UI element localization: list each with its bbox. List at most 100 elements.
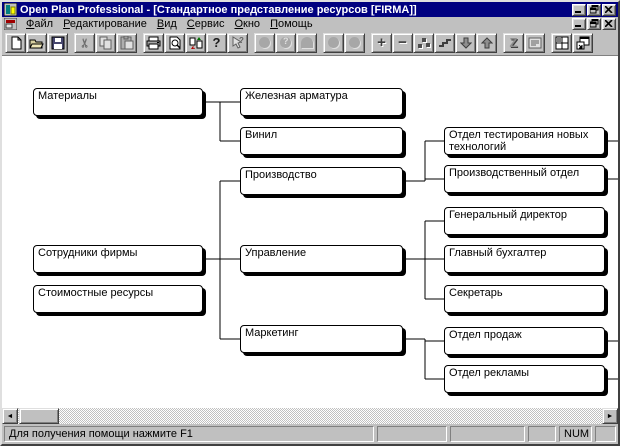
- menu-window[interactable]: Окно: [229, 17, 265, 31]
- tree-node-materials[interactable]: Материалы: [33, 88, 203, 116]
- node-circle3-button[interactable]: [344, 32, 365, 53]
- node-circle-question-button[interactable]: [275, 32, 296, 53]
- arrange-window-button[interactable]: [572, 32, 593, 53]
- num-lock-indicator: NUM: [559, 426, 592, 442]
- split-window-button[interactable]: [551, 32, 572, 53]
- minimize-button[interactable]: [572, 3, 586, 16]
- open-icon: [29, 35, 45, 51]
- paste-icon: [119, 35, 135, 51]
- print-icon: [146, 35, 162, 51]
- node-circle-question-icon: [278, 35, 294, 51]
- connector-lines: [203, 101, 618, 380]
- node-circle2-button[interactable]: [323, 32, 344, 53]
- menu-view-label: ид: [164, 17, 177, 30]
- tree-node-cost-resources[interactable]: Стоимостные ресурсы: [33, 285, 203, 313]
- menu-help-accel: П: [270, 17, 278, 30]
- scrollbar-track[interactable]: [18, 408, 602, 424]
- child-minimize-button[interactable]: [572, 17, 586, 30]
- status-panel-1: [377, 426, 447, 442]
- move-down-button[interactable]: [455, 32, 476, 53]
- tree-node-secretary[interactable]: Секретарь: [444, 285, 605, 313]
- help-icon: ?: [212, 34, 221, 50]
- menu-service-accel: С: [186, 17, 195, 30]
- move-up-button[interactable]: [476, 32, 497, 53]
- help-button[interactable]: ?: [206, 32, 227, 53]
- expand-button[interactable]: +: [371, 32, 392, 53]
- svg-text:?: ?: [239, 36, 244, 45]
- node-circle2-icon: [326, 35, 342, 51]
- arrow-down-icon: [458, 35, 474, 51]
- tree-node-management[interactable]: Управление: [240, 245, 403, 273]
- tree-node-chief-accountant[interactable]: Главный бухгалтер: [444, 245, 605, 273]
- copy-icon: [98, 35, 114, 51]
- scatter-button[interactable]: [413, 32, 434, 53]
- context-help-icon: ?: [230, 35, 246, 51]
- new-icon: [8, 35, 24, 51]
- copy-button[interactable]: [95, 32, 116, 53]
- menu-help[interactable]: Помощь: [265, 17, 318, 31]
- menu-file-accel: Ф: [26, 17, 35, 30]
- diagram-canvas[interactable]: Материалы Сотрудники фирмы Стоимостные р…: [2, 56, 618, 408]
- child-restore-icon: [589, 19, 598, 28]
- menu-window-label: кно: [243, 17, 261, 30]
- menu-view-accel: В: [156, 17, 165, 30]
- title-bar: Open Plan Professional - [Стандартное пр…: [2, 2, 618, 17]
- close-button[interactable]: [602, 3, 616, 16]
- steps-button[interactable]: [434, 32, 455, 53]
- split-window-icon: [554, 35, 570, 51]
- node-circle-button[interactable]: [254, 32, 275, 53]
- update-views-button[interactable]: [185, 32, 206, 53]
- paste-button[interactable]: [116, 32, 137, 53]
- notes-icon: [527, 35, 543, 51]
- save-icon: [50, 35, 66, 51]
- child-close-button[interactable]: [602, 17, 616, 30]
- tree-node-iron-fittings[interactable]: Железная арматура: [240, 88, 403, 116]
- print-button[interactable]: [143, 32, 164, 53]
- cut-icon: ✂: [77, 37, 92, 48]
- tree-node-production[interactable]: Производство: [240, 167, 403, 195]
- save-button[interactable]: [47, 32, 68, 53]
- tree-node-marketing[interactable]: Маркетинг: [240, 325, 403, 353]
- tree-node-vinyl[interactable]: Винил: [240, 127, 403, 155]
- expand-plus-icon: +: [377, 33, 386, 51]
- restore-icon: [589, 5, 598, 14]
- scrollbar-thumb[interactable]: [19, 408, 59, 424]
- child-restore-button[interactable]: [587, 17, 601, 30]
- menu-file[interactable]: Файл: [21, 17, 58, 31]
- menu-window-accel: О: [234, 17, 244, 30]
- restore-button[interactable]: [587, 3, 601, 16]
- menu-view[interactable]: Вид: [152, 17, 182, 31]
- child-minimize-icon: [575, 25, 581, 27]
- tree-node-advertising-dept[interactable]: Отдел рекламы: [444, 365, 605, 393]
- app-icon: [3, 2, 18, 17]
- tree-node-employees[interactable]: Сотрудники фирмы: [33, 245, 203, 273]
- context-help-button[interactable]: ?: [227, 32, 248, 53]
- tree-node-testing-dept[interactable]: Отдел тестирования новых технологий: [444, 127, 605, 155]
- menu-help-label: омощь: [277, 17, 313, 30]
- menu-edit[interactable]: Редактирование: [58, 17, 152, 31]
- notes-button[interactable]: [524, 32, 545, 53]
- tree-node-production-dept[interactable]: Производственный отдел: [444, 165, 605, 193]
- minimize-icon: [575, 11, 581, 13]
- zigzag-icon: Z: [509, 34, 518, 50]
- tree-node-sales-dept[interactable]: Отдел продаж: [444, 327, 605, 355]
- print-preview-button[interactable]: [164, 32, 185, 53]
- zigzag-button[interactable]: Z: [503, 32, 524, 53]
- node-arch-button[interactable]: [296, 32, 317, 53]
- child-close-icon: [605, 20, 613, 27]
- cut-button[interactable]: ✂: [74, 32, 95, 53]
- menu-service-label: ервис: [194, 17, 225, 30]
- child-window-controls: [572, 17, 616, 30]
- status-panel-4: [595, 426, 616, 442]
- scroll-left-button[interactable]: ◄: [2, 408, 18, 424]
- open-button[interactable]: [26, 32, 47, 53]
- tree-node-general-director[interactable]: Генеральный директор: [444, 207, 605, 235]
- scroll-right-button[interactable]: ►: [602, 408, 618, 424]
- status-panel-3: [528, 426, 556, 442]
- menu-service[interactable]: Сервис: [182, 17, 230, 31]
- new-button[interactable]: [5, 32, 26, 53]
- collapse-button[interactable]: −: [392, 32, 413, 53]
- document-window-icon[interactable]: [3, 17, 18, 30]
- close-icon: [605, 6, 613, 13]
